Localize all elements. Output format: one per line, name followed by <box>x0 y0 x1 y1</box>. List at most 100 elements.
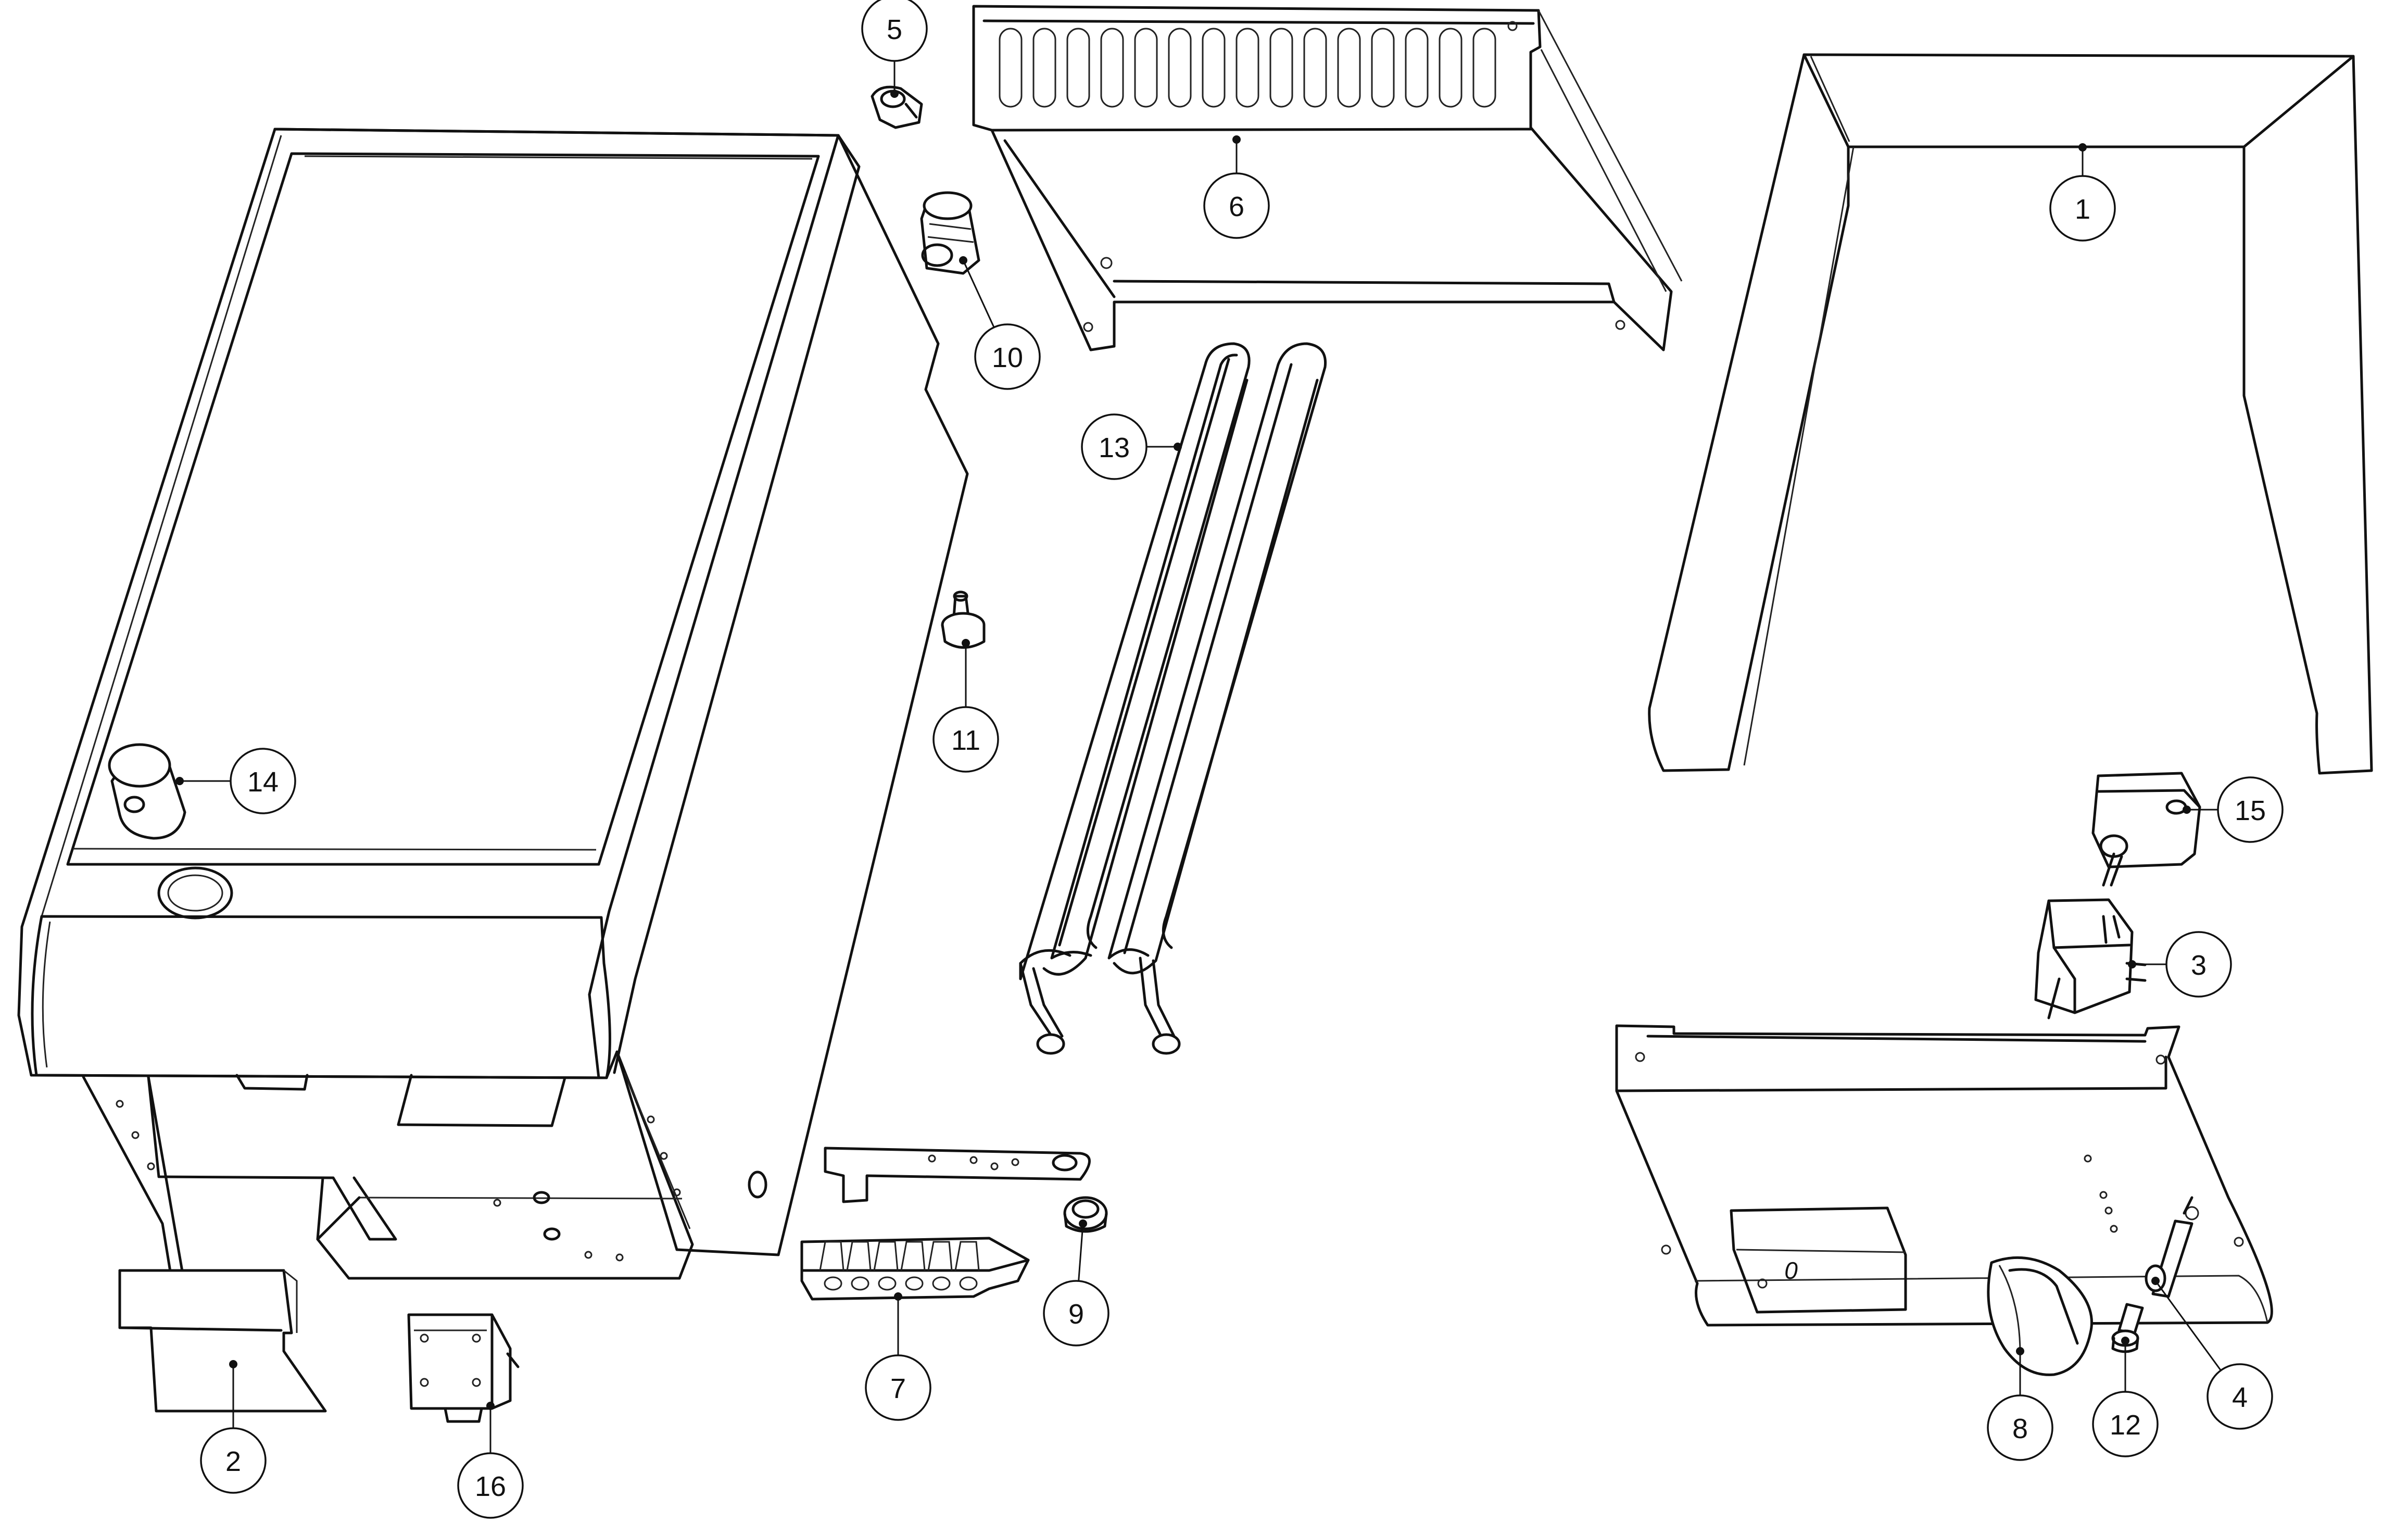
callout-number: 16 <box>475 1471 506 1502</box>
callout-bubble <box>2165 931 2232 998</box>
callout-11: 11 <box>932 639 999 773</box>
callout-number: 11 <box>951 725 980 756</box>
callout-number: 12 <box>2110 1409 2141 1441</box>
callout-anchor-dot <box>890 90 899 98</box>
vent-slot <box>1269 28 1293 108</box>
part-2-front-plate <box>118 1269 327 1413</box>
callout-anchor-dot <box>959 256 967 265</box>
callout-anchor-dot <box>229 1360 237 1368</box>
callout-anchor-dot <box>2183 805 2191 814</box>
terminal-tooth <box>900 1241 926 1271</box>
callout-bubble <box>932 706 999 773</box>
callout-bubble <box>2217 776 2284 843</box>
callout-bubble <box>230 748 296 814</box>
callout-anchor-dot <box>1174 443 1182 451</box>
callout-12: 12 <box>2092 1337 2159 1457</box>
vent-slot <box>1168 28 1192 108</box>
part-16-relay-box <box>407 1313 520 1423</box>
callout-number: 10 <box>992 342 1023 373</box>
callout-anchor-dot <box>1079 1219 1087 1228</box>
callout-bubble <box>2092 1391 2159 1457</box>
callout-number: 3 <box>2191 950 2207 981</box>
callout-bubble <box>865 1354 931 1421</box>
callout-bubble <box>974 323 1041 390</box>
callout-bubble <box>1081 413 1148 480</box>
part-15-thermostat <box>2091 772 2201 887</box>
vent-slot <box>1303 28 1327 108</box>
part-7-terminal-bracket <box>824 1147 1091 1203</box>
vent-slot <box>1371 28 1395 108</box>
callout-16: 16 <box>457 1402 524 1519</box>
callout-number: 8 <box>2012 1413 2028 1444</box>
terminal-hole <box>959 1276 978 1291</box>
callout-number: 7 <box>890 1373 906 1404</box>
vent-slot <box>1472 28 1496 108</box>
callout-3: 3 <box>2128 931 2232 998</box>
callout-8: 8 <box>1987 1347 2053 1461</box>
callout-bubble <box>457 1452 524 1519</box>
part-13-heating-elements <box>1019 342 1327 1055</box>
vent-slot <box>1235 28 1259 108</box>
callout-bubble <box>1987 1394 2053 1461</box>
callout-anchor-dot <box>2016 1347 2024 1355</box>
callout-4: 4 <box>2151 1277 2273 1430</box>
callout-anchor-dot <box>486 1402 495 1410</box>
callout-13: 13 <box>1081 413 1182 480</box>
vent-slot <box>1100 28 1124 108</box>
callout-bubble <box>1043 1280 1110 1346</box>
part-6-back-panel <box>972 5 1683 351</box>
callout-number: 13 <box>1099 432 1130 463</box>
callout-anchor-dot <box>2121 1337 2129 1345</box>
part-11-post <box>941 590 986 649</box>
terminal-tooth <box>954 1241 980 1271</box>
control-panel: 0 <box>1615 1024 2273 1327</box>
callout-1: 1 <box>2049 143 2116 242</box>
part-14-drain-plug <box>108 743 186 840</box>
callout-number: 6 <box>1229 191 1244 222</box>
terminal-tooth <box>873 1241 899 1271</box>
callout-anchor-dot <box>1232 135 1241 144</box>
terminal-hole <box>905 1276 924 1291</box>
vent-slot <box>1337 28 1361 108</box>
callout-number: 15 <box>2235 795 2266 826</box>
terminal-hole <box>851 1276 869 1291</box>
part-5-clip <box>871 85 923 129</box>
callout-bubble <box>861 0 928 62</box>
callout-14: 14 <box>175 748 296 814</box>
callout-bubble <box>200 1427 267 1494</box>
callout-anchor-dot <box>962 639 970 647</box>
part-2-griddle-body <box>17 128 969 1288</box>
panel-mark: 0 <box>1784 1257 1798 1284</box>
callout-anchor-dot <box>2128 960 2136 968</box>
callout-leader <box>962 260 995 328</box>
vent-slot <box>1405 28 1429 108</box>
callout-leader <box>2154 1280 2222 1371</box>
part-1-top-frame <box>1648 53 2373 775</box>
part-10-cable-gland <box>920 191 980 275</box>
terminal-tooth <box>819 1241 844 1271</box>
callout-bubble <box>2049 175 2116 242</box>
part-9-grommet <box>1063 1196 1108 1233</box>
callout-anchor-dot <box>2078 143 2087 152</box>
terminal-hole <box>932 1276 951 1291</box>
terminal-hole <box>824 1276 842 1291</box>
callout-bubble <box>2207 1363 2273 1430</box>
callout-15: 15 <box>2183 776 2284 843</box>
part-8-control-knob <box>1987 1256 2093 1376</box>
part-3-switch <box>2034 898 2147 1019</box>
part-7-terminal-strip <box>800 1237 1030 1301</box>
vent-slot <box>1134 28 1158 108</box>
callout-9: 9 <box>1043 1219 1110 1346</box>
callout-number: 4 <box>2232 1382 2248 1413</box>
callout-number: 5 <box>887 14 902 45</box>
vent-slot <box>1066 28 1090 108</box>
callout-bubble <box>1203 172 1270 239</box>
vent-slot <box>1439 28 1463 108</box>
callout-anchor-dot <box>894 1292 902 1301</box>
callout-2: 2 <box>200 1360 267 1494</box>
callout-leader <box>1078 1223 1084 1281</box>
vent-slot <box>999 28 1023 108</box>
